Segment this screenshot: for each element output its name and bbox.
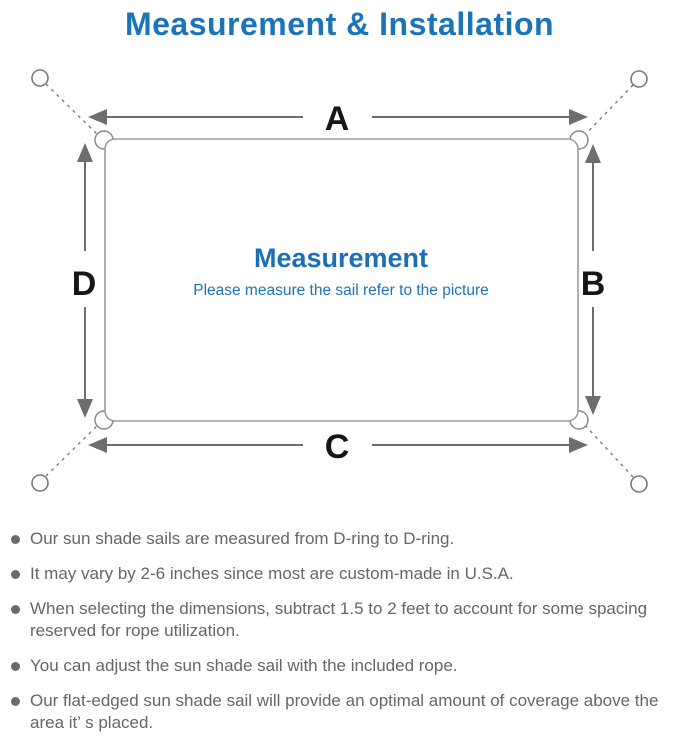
dimension-arrow-b <box>585 144 601 415</box>
bullet-icon <box>11 662 20 671</box>
dimension-arrow-a <box>88 109 588 125</box>
list-item: When selecting the dimensions, subtract … <box>0 598 679 642</box>
note-text: When selecting the dimensions, subtract … <box>30 599 648 640</box>
bullet-icon <box>11 605 20 614</box>
rope-line-bottom-right <box>581 421 634 478</box>
dimension-arrow-d <box>77 143 93 418</box>
bullet-icon <box>11 570 20 579</box>
sail-outline <box>104 138 579 422</box>
page-title: Measurement & Installation <box>124 6 555 42</box>
diagram-center-subtitle: Please measure the sail refer to the pic… <box>193 282 489 299</box>
dimension-label-b: B <box>581 265 606 303</box>
note-text: It may vary by 2-6 inches since most are… <box>30 564 514 583</box>
diagram-center-title: Measurement <box>254 243 428 273</box>
note-text: Our flat-edged sun shade sail will provi… <box>30 691 659 732</box>
anchor-ring-icon <box>630 70 648 88</box>
note-text: You can adjust the sun shade sail with t… <box>30 656 458 675</box>
note-text: Our sun shade sails are measured from D-… <box>30 529 455 548</box>
dimension-label-c: C <box>325 428 350 466</box>
dimension-label-d: D <box>72 265 97 303</box>
list-item: You can adjust the sun shade sail with t… <box>0 655 679 677</box>
anchor-ring-icon <box>31 474 49 492</box>
list-item: Our sun shade sails are measured from D-… <box>0 528 679 550</box>
rope-line-bottom-left <box>45 421 102 477</box>
list-item: It may vary by 2-6 inches since most are… <box>0 563 679 585</box>
bullet-icon <box>11 697 20 706</box>
dimension-arrow-c <box>88 437 588 453</box>
rope-line-top-left <box>45 83 102 139</box>
sail-measurement-diagram: A B C D Measurement Please measure the s… <box>31 69 648 493</box>
dimension-label-a: A <box>325 100 350 138</box>
anchor-ring-icon <box>630 475 648 493</box>
notes-list: Our sun shade sails are measured from D-… <box>0 528 679 747</box>
bullet-icon <box>11 535 20 544</box>
rope-line-top-right <box>581 84 634 139</box>
anchor-ring-icon <box>31 69 49 87</box>
list-item: Our flat-edged sun shade sail will provi… <box>0 690 679 734</box>
